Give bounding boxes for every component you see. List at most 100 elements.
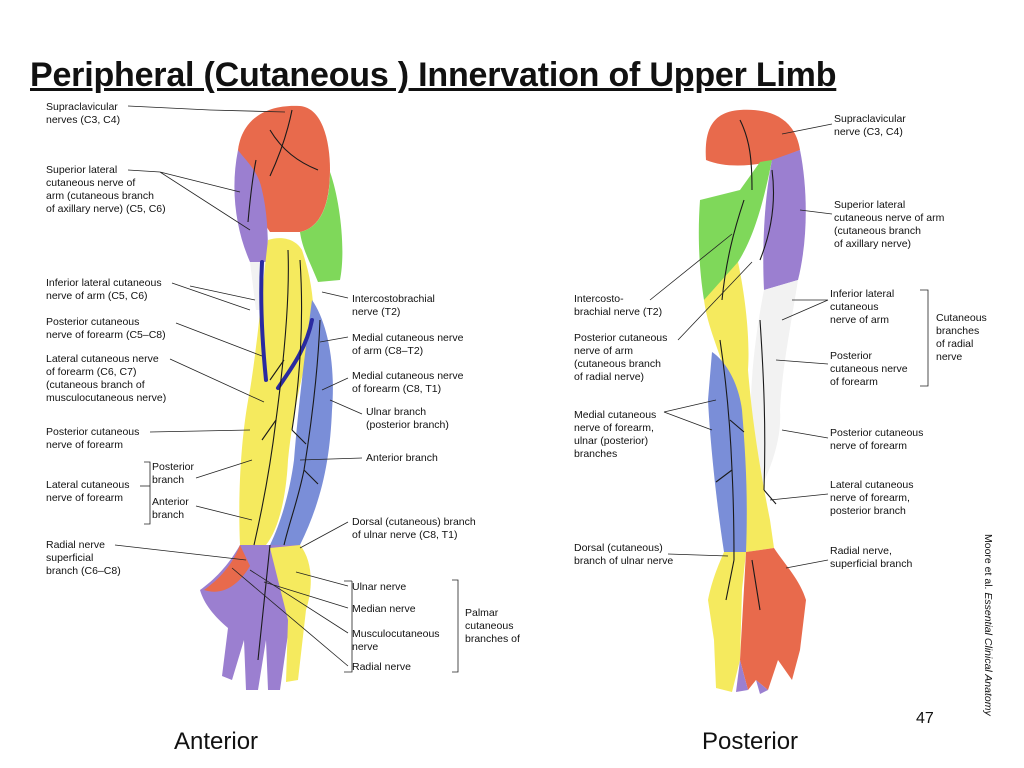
- label-line: branches: [574, 448, 617, 460]
- posterior-label-radial-superficial: Radial nerve,superficial branch: [830, 545, 912, 570]
- posterior-label-dorsal-ulnar: Dorsal (cutaneous)branch of ulnar nerve: [574, 542, 673, 567]
- label-line: Lateral cutaneous: [830, 479, 913, 491]
- label-line: posterior branch: [830, 505, 906, 517]
- label-line: nerves (C3, C4): [46, 114, 120, 126]
- label-line: (cutaneous branch: [834, 225, 921, 237]
- label-line: Radial nerve: [352, 661, 411, 673]
- anterior-label-ulnar-nerve: Ulnar nerve: [352, 581, 406, 593]
- label-line: nerve of forearm,: [574, 422, 654, 434]
- label-line: Posterior: [152, 461, 195, 473]
- anterior-hand-ulnar-region: [270, 545, 311, 682]
- posterior-medial-cutaneous-region: [708, 352, 747, 552]
- label-line: Radial nerve: [46, 539, 105, 551]
- label-line: Inferior lateral cutaneous: [46, 277, 162, 289]
- anterior-lateral-forearm-region: [239, 238, 314, 545]
- label-line: Dorsal (cutaneous) branch: [352, 516, 476, 528]
- page-title: Peripheral (Cutaneous ) Innervation of U…: [30, 56, 837, 94]
- label-line: nerve of forearm: [46, 439, 123, 451]
- posterior-arm-illustration: [698, 109, 806, 694]
- label-line: Dorsal (cutaneous): [574, 542, 663, 554]
- label-line: Medial cutaneous nerve: [352, 370, 464, 382]
- label-line: of radial: [936, 338, 973, 350]
- label-line: nerve of arm: [574, 345, 633, 357]
- label-line: branch of ulnar nerve: [574, 555, 673, 567]
- label-line: Median nerve: [352, 603, 416, 615]
- label-line: arm (cutaneous branch: [46, 190, 154, 202]
- label-line: Lateral cutaneous nerve: [46, 353, 159, 365]
- label-line: brachial nerve (T2): [574, 306, 662, 318]
- label-line: Superior lateral: [46, 164, 117, 176]
- label-line: nerve (C3, C4): [834, 126, 903, 138]
- label-line: cutaneous nerve of: [46, 177, 135, 189]
- label-line: Posterior cutaneous: [46, 426, 139, 438]
- anterior-cephalic-vein: [259, 260, 268, 382]
- label-line: of radial nerve): [574, 371, 644, 383]
- posterior-fingertips-region: [736, 660, 768, 694]
- anterior-leader-lines: [114, 105, 459, 673]
- label-line: nerve: [352, 641, 378, 653]
- label-line: superficial branch: [830, 558, 912, 570]
- label-line: of forearm: [830, 376, 878, 388]
- label-line: of arm (C8–T2): [352, 345, 423, 357]
- label-line: (cutaneous branch of: [46, 379, 145, 391]
- label-line: Medial cutaneous nerve: [352, 332, 464, 344]
- label-line: ulnar (posterior): [574, 435, 648, 447]
- label-line: nerve: [936, 351, 962, 363]
- posterior-leader-lines: [649, 123, 929, 569]
- label-line: Posterior cutaneous: [46, 316, 139, 328]
- label-line: (posterior branch): [366, 419, 449, 431]
- label-line: branches: [936, 325, 979, 337]
- anterior-label-anterior-branch: Anterior branch: [366, 452, 438, 464]
- posterior-radial-cutaneous-region: [750, 280, 798, 490]
- anterior-label-radial-nerve: Radial nerve: [352, 661, 411, 673]
- label-line: Superior lateral: [834, 199, 905, 211]
- label-line: nerve of forearm (C5–C8): [46, 329, 166, 341]
- label-line: Musculocutaneous: [352, 628, 440, 640]
- label-line: of axillary nerve): [834, 238, 911, 250]
- label-line: Cutaneous: [936, 312, 987, 324]
- label-line: Ulnar branch: [366, 406, 426, 418]
- label-line: Ulnar nerve: [352, 581, 406, 593]
- label-line: Anterior: [152, 496, 189, 508]
- label-line: of forearm (C8, T1): [352, 383, 441, 395]
- anterior-arm-illustration: [200, 105, 343, 690]
- label-line: Intercosto-: [574, 293, 624, 305]
- posterior-hand-ulnar-region: [708, 552, 746, 692]
- label-line: cutaneous: [465, 620, 513, 632]
- label-line: branch (C6–C8): [46, 565, 121, 577]
- anterior-thenar-region: [204, 545, 250, 592]
- label-line: Supraclavicular: [834, 113, 906, 125]
- label-line: Intercostobrachial: [352, 293, 435, 305]
- label-line: cutaneous nerve of arm: [834, 212, 945, 224]
- label-line: branch: [152, 509, 184, 521]
- label-line: of forearm (C6, C7): [46, 366, 136, 378]
- posterior-caption: Posterior: [702, 728, 799, 755]
- page-number: 47: [916, 710, 934, 727]
- label-line: nerve of arm: [830, 314, 889, 326]
- label-line: branches of: [465, 633, 520, 645]
- label-line: (cutaneous branch: [574, 358, 661, 370]
- label-line: musculocutaneous nerve): [46, 392, 166, 404]
- label-line: of ulnar nerve (C8, T1): [352, 529, 457, 541]
- anterior-caption: Anterior: [174, 728, 259, 755]
- label-line: Palmar: [465, 607, 499, 619]
- anterior-basilic-vein: [276, 318, 314, 390]
